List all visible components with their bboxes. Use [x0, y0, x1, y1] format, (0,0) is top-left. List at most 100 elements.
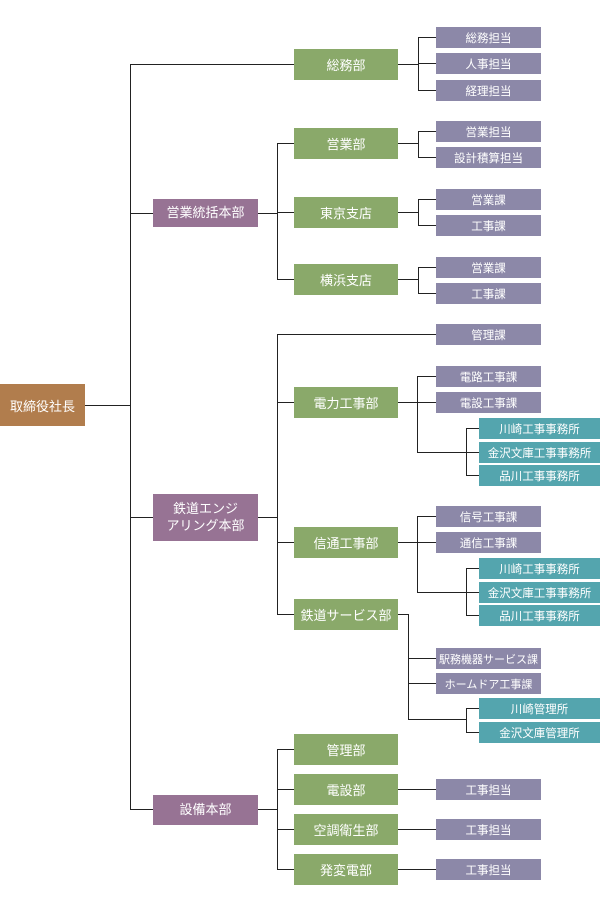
node-somu-dept: 総務部 [294, 49, 398, 80]
node-section: 工事担当 [436, 859, 541, 880]
connector [466, 428, 479, 429]
node-section: 通信工事課 [436, 532, 541, 553]
connector [418, 267, 436, 268]
connector [398, 212, 418, 213]
connector [277, 334, 278, 615]
node-label: 発変電部 [319, 864, 372, 879]
node-kanri-dept: 管理部 [294, 734, 398, 765]
connector [418, 225, 436, 226]
node-label: 川崎工事事務所 [499, 561, 580, 576]
connector [466, 615, 479, 616]
connector [398, 542, 418, 543]
node-label: 取締役社長 [9, 399, 75, 415]
node-label: 営業課 [471, 260, 506, 275]
node-section: 営業担当 [436, 121, 541, 142]
node-service-dept: 鉄道サービス部 [294, 599, 398, 630]
connector [418, 63, 436, 64]
connector [418, 199, 419, 226]
node-office: 金沢文庫工事事務所 [479, 442, 600, 463]
node-section: 電路工事課 [436, 366, 541, 387]
node-label: 総務部 [326, 59, 366, 74]
node-label: 駅務機器サービス課 [439, 652, 538, 666]
node-label: 空調衛生部 [313, 824, 379, 839]
node-label: 総務担当 [465, 30, 512, 45]
node-eigyo-hq: 営業統括本部 [153, 199, 258, 227]
node-tokyo-branch: 東京支店 [294, 197, 398, 228]
node-label: 電設工事課 [459, 395, 518, 410]
connector [277, 143, 278, 280]
node-office: 金沢文庫工事事務所 [479, 582, 600, 603]
connector [398, 402, 418, 403]
connector [466, 568, 479, 569]
connector [277, 402, 294, 403]
connector [418, 131, 419, 158]
node-label: 工事担当 [465, 862, 512, 877]
node-label: 工事担当 [465, 782, 512, 797]
node-section: 工事課 [436, 215, 541, 236]
node-section: 工事担当 [436, 779, 541, 800]
connector [130, 64, 131, 810]
node-label: 工事担当 [465, 822, 512, 837]
node-label: 設計積算担当 [454, 150, 523, 165]
node-label: 品川工事事務所 [499, 608, 580, 623]
node-ceo: 取締役社長 [0, 384, 85, 426]
connector [466, 452, 479, 453]
connector [466, 732, 479, 733]
node-label: 電力工事部 [313, 397, 379, 412]
connector [277, 789, 294, 790]
connector [277, 749, 294, 750]
node-kucho-dept: 空調衛生部 [294, 814, 398, 845]
node-label: 電設部 [326, 784, 366, 799]
node-office: 川崎工事事務所 [479, 418, 600, 439]
connector [277, 334, 436, 335]
connector [130, 809, 153, 810]
connector [277, 614, 294, 615]
node-densetsu-dept: 電設部 [294, 774, 398, 805]
node-hatsuhen-dept: 発変電部 [294, 854, 398, 885]
node-eigyo-dept: 営業部 [294, 128, 398, 159]
connector [418, 293, 436, 294]
connector [277, 829, 294, 830]
node-label: 管理部 [326, 744, 366, 759]
node-label: 品川工事事務所 [499, 468, 580, 483]
connector [277, 212, 294, 213]
connector [130, 213, 153, 214]
connector [398, 64, 418, 65]
node-label: 設備本部 [179, 802, 232, 818]
connector [277, 749, 278, 870]
connector [418, 131, 436, 132]
connector [418, 199, 436, 200]
node-label: 経理担当 [465, 83, 512, 98]
connector [417, 376, 418, 453]
connector [258, 809, 278, 810]
connector [417, 516, 418, 593]
connector [398, 614, 409, 615]
node-label: 金沢文庫工事事務所 [487, 585, 592, 600]
node-section: 管理課 [436, 324, 541, 345]
connector [408, 658, 436, 659]
node-yokohama-branch: 横浜支店 [294, 264, 398, 295]
connector [466, 592, 479, 593]
node-section: 電設工事課 [436, 392, 541, 413]
node-label: 営業部 [326, 138, 366, 153]
connector [398, 279, 418, 280]
node-label: 横浜支店 [319, 274, 372, 289]
connector [466, 708, 479, 709]
connector [417, 402, 436, 403]
node-office: 品川工事事務所 [479, 605, 600, 626]
connector [277, 542, 294, 543]
connector [85, 405, 130, 406]
node-label: 鉄道エンジ [172, 501, 238, 517]
node-office: 金沢文庫管理所 [479, 722, 600, 743]
node-label: 鉄道サービス部 [300, 609, 392, 624]
connector [277, 869, 294, 870]
node-shintsu-dept: 信通工事部 [294, 527, 398, 558]
node-office: 川崎管理所 [479, 698, 600, 719]
connector [258, 517, 278, 518]
node-office: 品川工事事務所 [479, 465, 600, 486]
node-section: 設計積算担当 [436, 147, 541, 168]
connector [398, 789, 436, 790]
node-label: 営業統括本部 [166, 205, 245, 221]
node-label: 金沢文庫工事事務所 [487, 445, 592, 460]
node-section: 経理担当 [436, 80, 541, 101]
